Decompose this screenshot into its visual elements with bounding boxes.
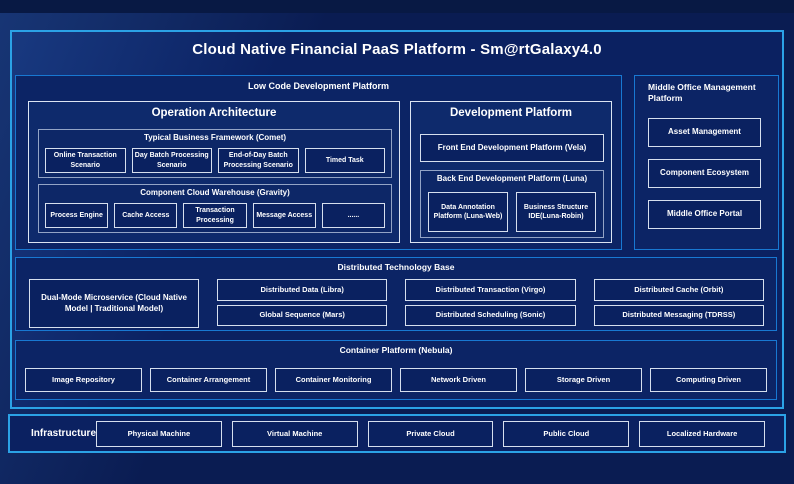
platform-frame: Cloud Native Financial PaaS Platform - S…	[10, 30, 784, 409]
group-component-cloud-warehouse: Component Cloud Warehouse (Gravity) Proc…	[38, 184, 392, 233]
section-infrastructure: Infrastructure Physical Machine Virtual …	[8, 414, 786, 453]
distributed-column-2: Distributed Transaction (Virgo) Distribu…	[405, 279, 576, 326]
typical-business-framework-label: Typical Business Framework (Comet)	[143, 133, 287, 142]
box-computing-driven: Computing Driven	[650, 368, 767, 392]
distributed-base-body: Dual-Mode Microservice (Cloud Native Mod…	[29, 279, 764, 328]
box-distributed-transaction: Distributed Transaction (Virgo)	[405, 279, 576, 301]
section-development-platform: Development Platform Front End Developme…	[410, 101, 612, 243]
box-asset-management: Asset Management	[648, 118, 761, 147]
box-component-ecosystem: Component Ecosystem	[648, 159, 761, 188]
low-code-label: Low Code Development Platform	[247, 81, 390, 91]
box-public-cloud: Public Cloud	[503, 420, 630, 447]
box-end-of-day-batch-processing-scenario: End-of-Day Batch Processing Scenario	[218, 148, 299, 173]
section-operation-architecture: Operation Architecture Typical Business …	[28, 101, 400, 243]
section-distributed-technology-base: Distributed Technology Base Dual-Mode Mi…	[15, 257, 777, 331]
distributed-column-3: Distributed Cache (Orbit) Distributed Me…	[593, 279, 764, 326]
box-storage-driven: Storage Driven	[525, 368, 642, 392]
box-container-monitoring: Container Monitoring	[275, 368, 392, 392]
box-ellipsis: ......	[321, 203, 386, 228]
box-online-transaction-scenario: Online Transaction Scenario	[45, 148, 126, 173]
box-day-batch-processing-scenario: Day Batch Processing Scenario	[131, 148, 212, 173]
box-data-annotation-platform: Data Annotation Platform (Luna-Web)	[428, 192, 508, 232]
top-strip	[0, 0, 794, 13]
infrastructure-row: Physical Machine Virtual Machine Private…	[96, 420, 784, 447]
box-business-structure-ide: Business Structure IDE(Luna-Robin)	[516, 192, 596, 232]
distributed-column-1: Distributed Data (Libra) Global Sequence…	[217, 279, 388, 326]
box-transaction-processing: Transaction Processing	[183, 203, 247, 228]
box-middle-office-portal: Middle Office Portal	[648, 200, 761, 229]
box-cache-access: Cache Access	[114, 203, 178, 228]
back-end-row: Data Annotation Platform (Luna-Web) Busi…	[421, 192, 603, 232]
box-front-end-development-platform: Front End Development Platform (Vela)	[420, 134, 604, 162]
box-image-repository: Image Repository	[25, 368, 142, 392]
middle-office-items: Asset Management Component Ecosystem Mid…	[648, 118, 761, 229]
distributed-base-label: Distributed Technology Base	[337, 262, 455, 272]
box-network-driven: Network Driven	[400, 368, 517, 392]
box-distributed-cache: Distributed Cache (Orbit)	[593, 279, 764, 301]
back-end-development-platform-label: Back End Development Platform (Luna)	[436, 174, 588, 183]
box-timed-task: Timed Task	[304, 148, 385, 173]
infrastructure-label: Infrastructure	[31, 428, 97, 439]
component-cloud-warehouse-row: Process Engine Cache Access Transaction …	[39, 203, 391, 228]
box-message-access: Message Access	[252, 203, 316, 228]
box-process-engine: Process Engine	[45, 203, 109, 228]
box-global-sequence: Global Sequence (Mars)	[217, 304, 388, 326]
box-virtual-machine: Virtual Machine	[231, 420, 358, 447]
section-container-platform: Container Platform (Nebula) Image Reposi…	[15, 340, 777, 400]
box-distributed-scheduling: Distributed Scheduling (Sonic)	[405, 304, 576, 326]
box-distributed-data: Distributed Data (Libra)	[217, 279, 388, 301]
typical-business-framework-row: Online Transaction Scenario Day Batch Pr…	[39, 148, 391, 173]
container-platform-row: Image Repository Container Arrangement C…	[16, 368, 776, 392]
box-physical-machine: Physical Machine	[96, 420, 222, 447]
section-low-code-platform: Low Code Development Platform Operation …	[15, 75, 622, 250]
group-typical-business-framework: Typical Business Framework (Comet) Onlin…	[38, 129, 392, 178]
page-title: Cloud Native Financial PaaS Platform - S…	[192, 41, 602, 58]
container-platform-label: Container Platform (Nebula)	[339, 345, 453, 355]
operation-architecture-title: Operation Architecture	[151, 107, 277, 119]
middle-office-label: Middle Office Management Platform	[648, 82, 756, 104]
box-dual-mode-microservice: Dual-Mode Microservice (Cloud Native Mod…	[29, 279, 199, 328]
box-localized-hardware: Localized Hardware	[639, 420, 765, 447]
box-distributed-messaging: Distributed Messaging (TDRSS)	[593, 304, 764, 326]
box-container-arrangement: Container Arrangement	[150, 368, 267, 392]
development-platform-title: Development Platform	[449, 107, 573, 119]
group-back-end-development-platform: Back End Development Platform (Luna) Dat…	[420, 170, 604, 238]
box-private-cloud: Private Cloud	[367, 420, 494, 447]
component-cloud-warehouse-label: Component Cloud Warehouse (Gravity)	[140, 188, 290, 197]
section-middle-office-platform: Middle Office Management Platform Asset …	[634, 75, 779, 250]
